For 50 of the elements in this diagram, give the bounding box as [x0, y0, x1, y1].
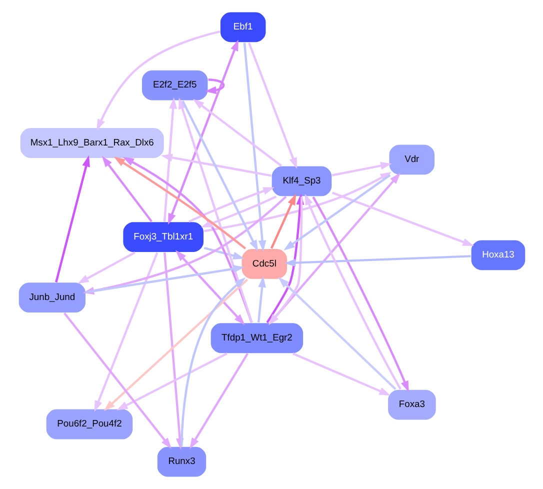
- arrow: [256, 276, 266, 322]
- arrow: [174, 250, 244, 326]
- node-box: Pou6f2_Pou4f2: [44, 408, 133, 440]
- arrow: [168, 40, 238, 225]
- arrow: [77, 252, 136, 284]
- node-box: Tfdp1_Wt1_Egr2: [209, 322, 304, 354]
- arrow: [180, 277, 246, 446]
- arrow: [116, 352, 228, 410]
- arrow: [203, 246, 244, 260]
- arrow: [192, 98, 282, 167]
- node-box: Junb_Jund: [18, 282, 86, 314]
- node-box: Msx1_Lhx9_Barx1_Rax_Dlx6: [18, 127, 164, 159]
- arrow: [188, 187, 274, 223]
- arrow: [304, 194, 402, 390]
- arrow: [62, 312, 172, 449]
- arrow: [278, 277, 396, 390]
- node-box: Foxj3_Tbl1xr1: [122, 221, 204, 253]
- arrow: [101, 156, 152, 222]
- arrow: [162, 97, 177, 222]
- node-box: E2f2_E2f5: [140, 70, 208, 102]
- node-box: Klf4_Sp3: [270, 165, 332, 198]
- arrow: [283, 174, 390, 250]
- arrow: [270, 194, 296, 249]
- arrow: [160, 154, 271, 177]
- arrow: [96, 30, 220, 131]
- arrow: [189, 352, 248, 450]
- arrow: [248, 42, 297, 169]
- arrow: [204, 78, 224, 94]
- arrow: [242, 42, 266, 252]
- node-box: Runx3: [156, 446, 206, 478]
- arrow: [200, 196, 276, 228]
- arrow: [203, 172, 392, 232]
- arrow: [113, 156, 246, 250]
- arrow: [284, 255, 470, 267]
- arrow: [331, 192, 474, 246]
- node-box: Cdc5l: [240, 248, 288, 280]
- node-box: Vdr: [388, 144, 435, 176]
- arrow: [122, 156, 252, 323]
- arrow: [312, 196, 408, 392]
- node-box: Ebf1: [219, 11, 266, 43]
- arrow: [331, 162, 392, 176]
- arrow: [85, 264, 244, 294]
- arrow: [178, 98, 252, 323]
- arrow: [54, 155, 90, 282]
- arrow: [292, 352, 390, 396]
- node-box: Foxa3: [386, 388, 436, 421]
- arrow: [94, 252, 158, 412]
- arrow: [103, 278, 248, 412]
- node-box: Hoxa13: [470, 239, 526, 271]
- arrow: [181, 100, 258, 252]
